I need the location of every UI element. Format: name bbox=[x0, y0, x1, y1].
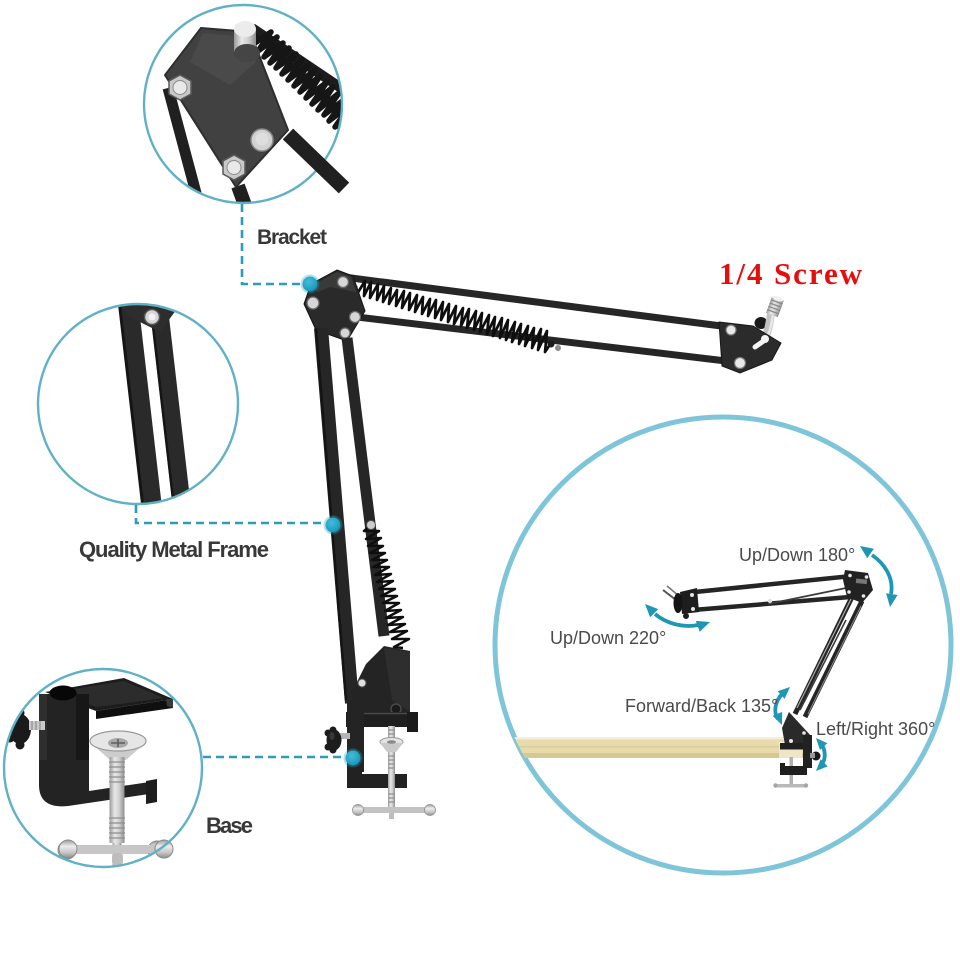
svg-text:Up/Down 220°: Up/Down 220° bbox=[550, 628, 666, 648]
svg-text:Up/Down 180°: Up/Down 180° bbox=[739, 545, 855, 565]
svg-text:1/4 Screw: 1/4 Screw bbox=[719, 256, 863, 291]
svg-text:Bracket: Bracket bbox=[257, 226, 327, 249]
svg-text:Quality Metal Frame: Quality Metal Frame bbox=[79, 537, 269, 562]
svg-text:Left/Right 360°: Left/Right 360° bbox=[816, 719, 935, 739]
svg-text:Forward/Back 135°: Forward/Back 135° bbox=[625, 696, 778, 716]
svg-text:Base: Base bbox=[206, 813, 253, 838]
